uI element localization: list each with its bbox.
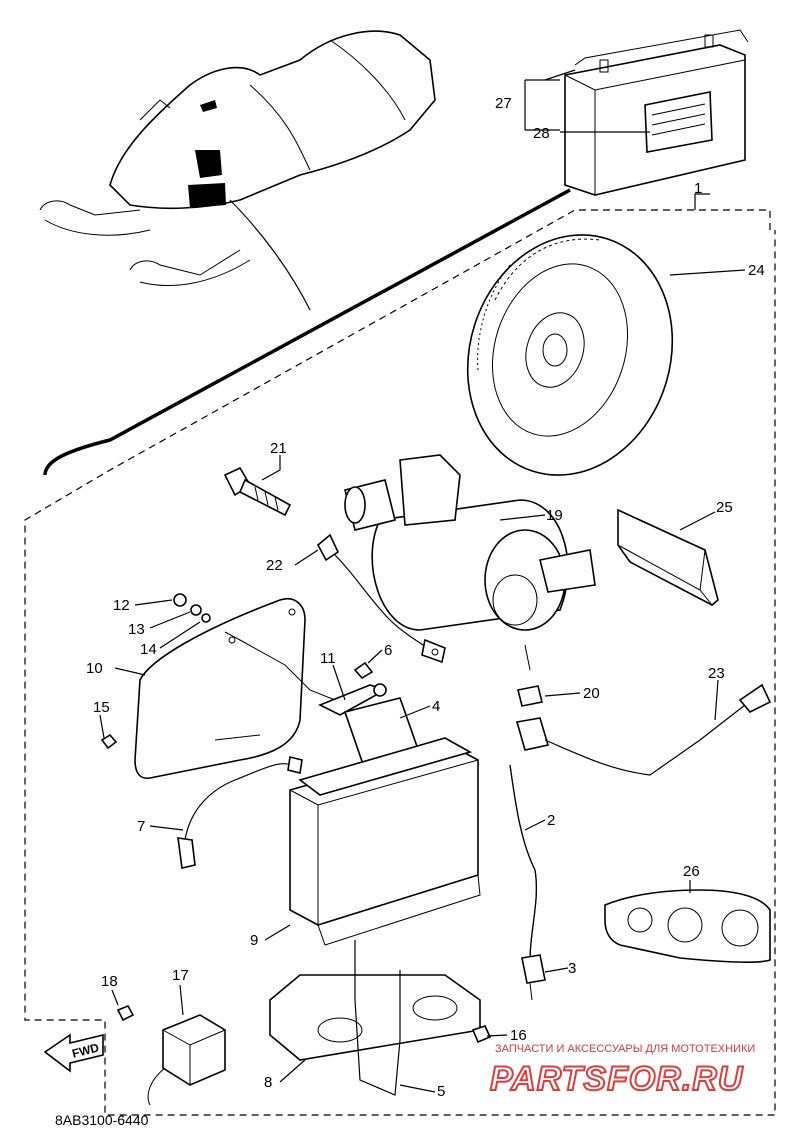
breather-hose: [509, 764, 546, 1001]
pad: [617, 508, 719, 606]
ring-gear: [466, 234, 674, 476]
starter-relay: [116, 1004, 492, 1106]
negative-cable: [177, 756, 303, 869]
callout-10: 10: [86, 660, 103, 677]
callout-labels: 1 2 3 4 5 6 7 8 9 10 11 12 13 14 15 16 1…: [86, 95, 765, 1100]
callout-14: 14: [140, 641, 157, 658]
callout-24: 24: [748, 262, 765, 279]
battery-tray: [269, 940, 481, 1096]
starter-cable: [316, 533, 446, 664]
diagram-code: 8AB3100-6440: [55, 1112, 149, 1128]
battery-cover: [134, 598, 306, 780]
battery: [289, 737, 481, 946]
callout-19: 19: [546, 507, 563, 524]
watermark-brand: PARTSFOR.RU: [490, 1060, 744, 1098]
callout-17: 17: [172, 967, 189, 984]
starter-motor: [344, 454, 596, 671]
callout-3: 3: [568, 960, 576, 977]
callout-6: 6: [384, 642, 392, 659]
callout-11: 11: [320, 650, 336, 667]
callout-5: 5: [437, 1083, 445, 1100]
positive-cable: [515, 683, 772, 776]
callout-12: 12: [113, 597, 130, 614]
callout-7: 7: [137, 818, 145, 835]
callout-22: 22: [266, 557, 283, 574]
callout-20: 20: [583, 685, 600, 702]
section-divider: [43, 188, 571, 476]
callout-15: 15: [93, 699, 110, 716]
callout-23: 23: [708, 665, 725, 682]
callout-16: 16: [510, 1027, 527, 1044]
panel: [604, 889, 771, 963]
battery-top: [564, 29, 749, 196]
callout-4: 4: [432, 698, 440, 715]
watermark-tagline: ЗАПЧАСТИ И АКСЕССУАРЫ ДЛЯ МОТОТЕХНИКИ: [495, 1043, 755, 1055]
callout-26: 26: [683, 863, 700, 880]
leader-lines: [99, 69, 746, 1093]
callout-27: 27: [495, 95, 512, 112]
callout-21: 21: [270, 440, 287, 457]
fasteners: [100, 593, 336, 750]
fwd-label: FWD: [71, 1040, 101, 1060]
callout-1: 1: [694, 180, 702, 197]
callout-25: 25: [716, 499, 733, 516]
callout-13: 13: [128, 621, 145, 638]
callout-8: 8: [264, 1074, 272, 1091]
callout-9: 9: [250, 932, 258, 949]
callout-18: 18: [101, 973, 118, 990]
assembly-boundary: [24, 209, 776, 1116]
bolt: [223, 466, 292, 517]
snowmobile-illustration: [39, 30, 436, 311]
battery-strap: [318, 661, 422, 771]
watermark: ЗАПЧАСТИ И АКСЕССУАРЫ ДЛЯ МОТОТЕХНИКИ PA…: [489, 1043, 755, 1099]
fwd-arrow-icon: FWD: [43, 1033, 104, 1073]
callout-28: 28: [533, 125, 550, 142]
callout-2: 2: [547, 812, 555, 829]
